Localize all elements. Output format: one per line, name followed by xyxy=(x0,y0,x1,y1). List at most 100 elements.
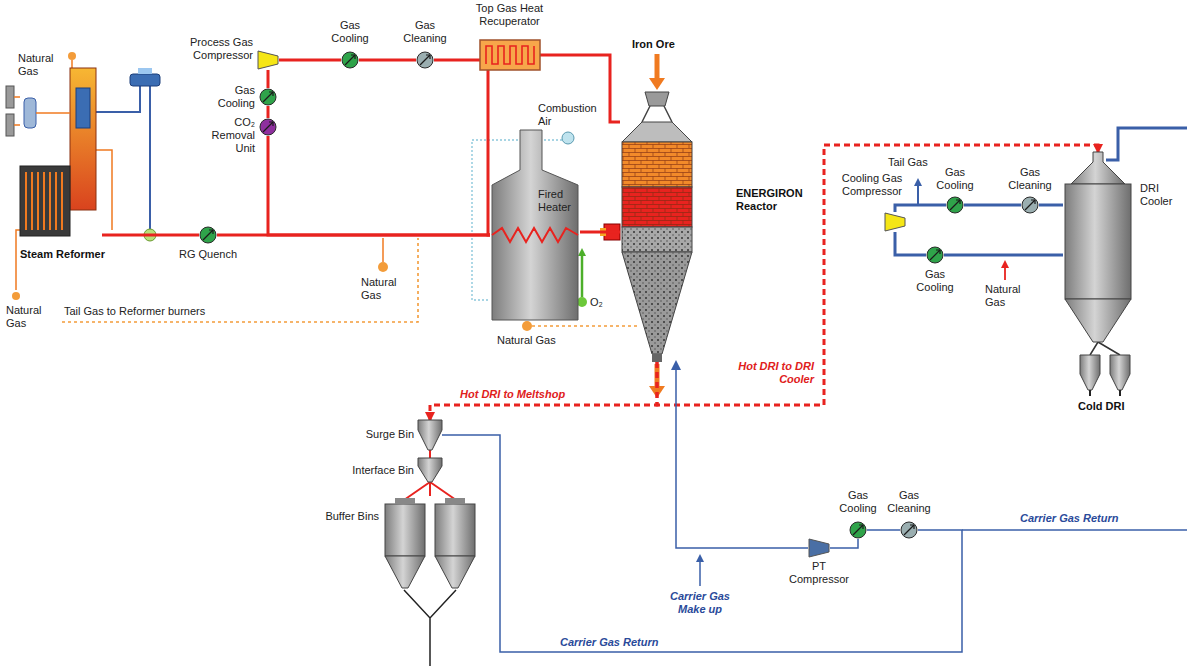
equipment-label: Steam Reformer xyxy=(20,248,130,261)
equipment-label: PT Compressor xyxy=(786,560,852,586)
rg-quench: RG Quench xyxy=(199,226,217,244)
equipment-symbol xyxy=(416,51,434,69)
gas-cleaner: Gas Cleaning xyxy=(1021,196,1039,214)
equipment-symbol xyxy=(20,68,102,238)
edge-label: Carrier Gas Return xyxy=(560,636,720,649)
process-pipe xyxy=(429,482,431,496)
process-pipe xyxy=(944,254,1063,257)
process-pipe xyxy=(895,205,946,212)
edge-label: Hot DRI to Meltshop xyxy=(460,388,620,401)
equipment-symbol xyxy=(926,246,944,264)
equipment-symbol xyxy=(1063,152,1133,347)
equipment-label: Gas Cooling xyxy=(835,489,881,515)
gas-cooler: Gas Cooling xyxy=(341,51,359,69)
process-pipe xyxy=(1039,204,1063,207)
stream-label: Natural Gas xyxy=(497,334,556,347)
process-pipe xyxy=(867,529,900,531)
equipment-symbol xyxy=(1021,196,1039,214)
stream-label: Natural Gas xyxy=(6,304,50,330)
steam-reformer: Steam Reformer xyxy=(20,68,102,238)
stream-label: Tail Gas xyxy=(888,156,928,169)
equipment-symbol xyxy=(884,212,906,232)
gas-cooler: Gas Cooling xyxy=(259,88,277,106)
equipment-symbol xyxy=(900,521,918,539)
compressor-symbol: Cooling Gas Compressor xyxy=(884,212,906,232)
equipment-symbol xyxy=(259,88,277,106)
equipment-label: Gas Cleaning xyxy=(1005,166,1055,192)
equipment-label: Interface Bin xyxy=(336,464,414,477)
equipment-label: Gas Cooling xyxy=(325,19,375,45)
edge-label: Hot DRI to DRI Cooler xyxy=(728,360,814,386)
stream-label: O₂ xyxy=(590,296,603,309)
process-pipe xyxy=(359,59,416,62)
compressor-symbol: Process Gas Compressor xyxy=(257,50,279,70)
process-pipe xyxy=(488,70,490,235)
process-pipe xyxy=(279,59,341,62)
equipment-symbol xyxy=(490,130,580,320)
equipment-label: Fired Heater xyxy=(538,188,578,214)
process-pipe xyxy=(676,362,808,548)
equipment-symbol xyxy=(341,51,359,69)
process-pipe xyxy=(895,232,926,255)
equipment-symbol xyxy=(199,226,217,244)
equipment-label: Gas Cleaning xyxy=(400,19,450,45)
stream-label: Combustion Air xyxy=(538,102,600,128)
process-pipe xyxy=(430,362,657,420)
equipment-symbol xyxy=(418,458,442,482)
equipment-symbol xyxy=(620,92,694,362)
heat-recuperator: Top Gas Heat Recuperator xyxy=(480,40,540,70)
interface-bin: Interface Bin xyxy=(418,458,442,482)
process-pipe xyxy=(580,231,620,234)
equipment-label: Cooling Gas Compressor xyxy=(836,172,908,198)
equipment-label: Buffer Bins xyxy=(315,510,379,523)
equipment-label: DRI Cooler xyxy=(1140,182,1186,208)
gas-cleaner: Gas Cleaning xyxy=(416,51,434,69)
equipment-label: Gas Cooling xyxy=(930,166,980,192)
surge-bin: Surge Bin xyxy=(418,420,442,450)
buffer-bins: Buffer Bins xyxy=(383,496,477,592)
equipment-symbol xyxy=(849,521,867,539)
equipment-symbol xyxy=(259,118,277,136)
stream-label: Carrier Gas Return xyxy=(1020,512,1118,525)
equipment-label: Gas Cooling xyxy=(207,84,255,110)
stream-label: Natural Gas xyxy=(361,276,407,302)
equipment-label: ENERGIRON Reactor xyxy=(736,187,816,213)
process-pipe xyxy=(964,204,1021,207)
equipment-label: RG Quench xyxy=(173,248,243,261)
gas-cooler: Gas Cooling xyxy=(946,196,964,214)
process-pipe xyxy=(267,106,270,118)
equipment-label: Gas Cooling xyxy=(910,268,960,294)
process-pipe xyxy=(102,234,199,237)
process-pipe xyxy=(830,539,858,548)
gas-cooler: Gas Cooling xyxy=(926,246,944,264)
stream-label: Natural Gas xyxy=(18,52,62,78)
process-pipe xyxy=(434,59,480,62)
gas-cleaner: Gas Cleaning xyxy=(900,521,918,539)
equipment-label: Surge Bin xyxy=(346,428,414,441)
equipment-symbol xyxy=(383,496,477,592)
fired-heater: Fired Heater xyxy=(490,130,580,320)
process-pipe xyxy=(268,136,490,235)
equipment-symbol xyxy=(418,420,442,450)
reactor-vessel: ENERGIRON Reactor xyxy=(620,92,694,362)
equipment-symbol xyxy=(946,196,964,214)
equipment-label: Gas Cleaning xyxy=(886,489,932,515)
co2-removal-unit: CO₂ Removal Unit xyxy=(259,118,277,136)
equipment-label: CO₂ Removal Unit xyxy=(203,116,255,155)
equipment-symbol xyxy=(257,50,279,70)
process-pipe xyxy=(657,145,1098,405)
stream-label: Cold DRI xyxy=(1078,400,1124,413)
process-pipe xyxy=(429,450,431,458)
equipment-label: Process Gas Compressor xyxy=(175,36,253,62)
dri-cooler: DRI Cooler xyxy=(1063,152,1133,347)
stream-label: Iron Ore xyxy=(632,38,675,51)
equipment-symbol xyxy=(480,40,540,70)
process-pipe xyxy=(442,435,962,652)
process-pipe xyxy=(267,70,270,88)
stream-label: Carrier Gas Make up xyxy=(662,590,738,616)
stream-label: Tail Gas to Reformer burners xyxy=(64,305,205,318)
stream-label: Natural Gas xyxy=(985,283,1031,309)
equipment-label: Top Gas Heat Recuperator xyxy=(462,2,557,28)
